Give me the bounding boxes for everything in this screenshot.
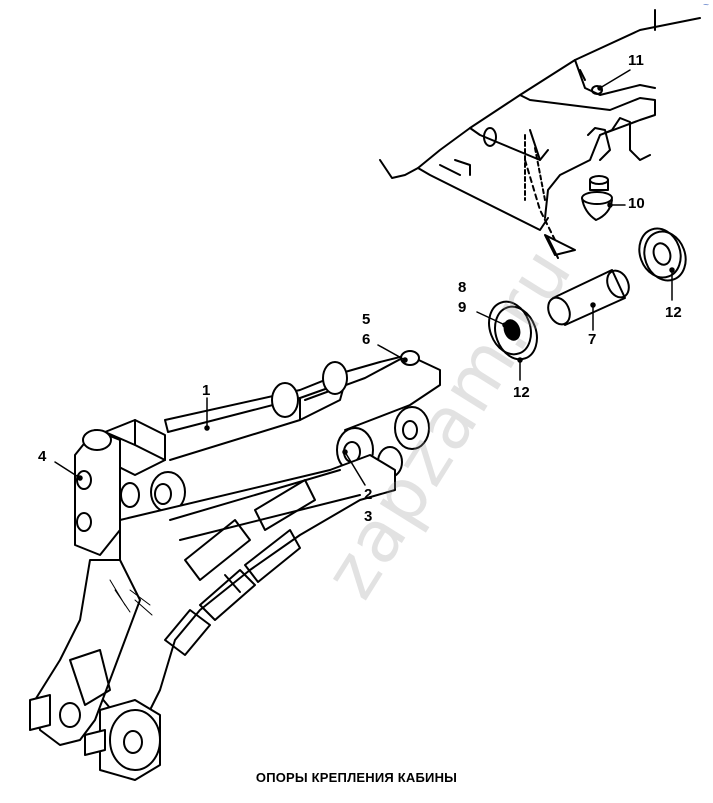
assembly-arrow xyxy=(524,159,576,259)
callout-3: 3 xyxy=(364,508,373,525)
callout-10: 10 xyxy=(628,195,645,212)
pin-sleeve xyxy=(547,269,630,326)
frame-section xyxy=(379,9,701,231)
callout-2: 2 xyxy=(364,486,373,503)
callout-12-right: 12 xyxy=(665,304,682,321)
callout-5: 5 xyxy=(362,311,371,328)
washer-left xyxy=(488,300,538,361)
callout-4: 4 xyxy=(38,448,47,465)
diagram-caption: ОПОРЫ КРЕПЛЕНИЯ КАБИНЫ xyxy=(255,770,458,785)
leader-lines xyxy=(54,69,675,486)
callout-7: 7 xyxy=(588,331,597,348)
callout-8: 8 xyxy=(458,279,467,296)
callout-6: 6 xyxy=(362,331,371,348)
callout-9: 9 xyxy=(458,299,467,316)
callout-12-left: 12 xyxy=(513,384,530,401)
callout-11: 11 xyxy=(628,52,644,69)
bolt-cap xyxy=(581,175,613,221)
callout-1: 1 xyxy=(202,382,211,399)
corner-mark: ~ xyxy=(703,0,709,11)
cab-support-bracket xyxy=(29,350,441,781)
washer-right xyxy=(638,227,687,282)
